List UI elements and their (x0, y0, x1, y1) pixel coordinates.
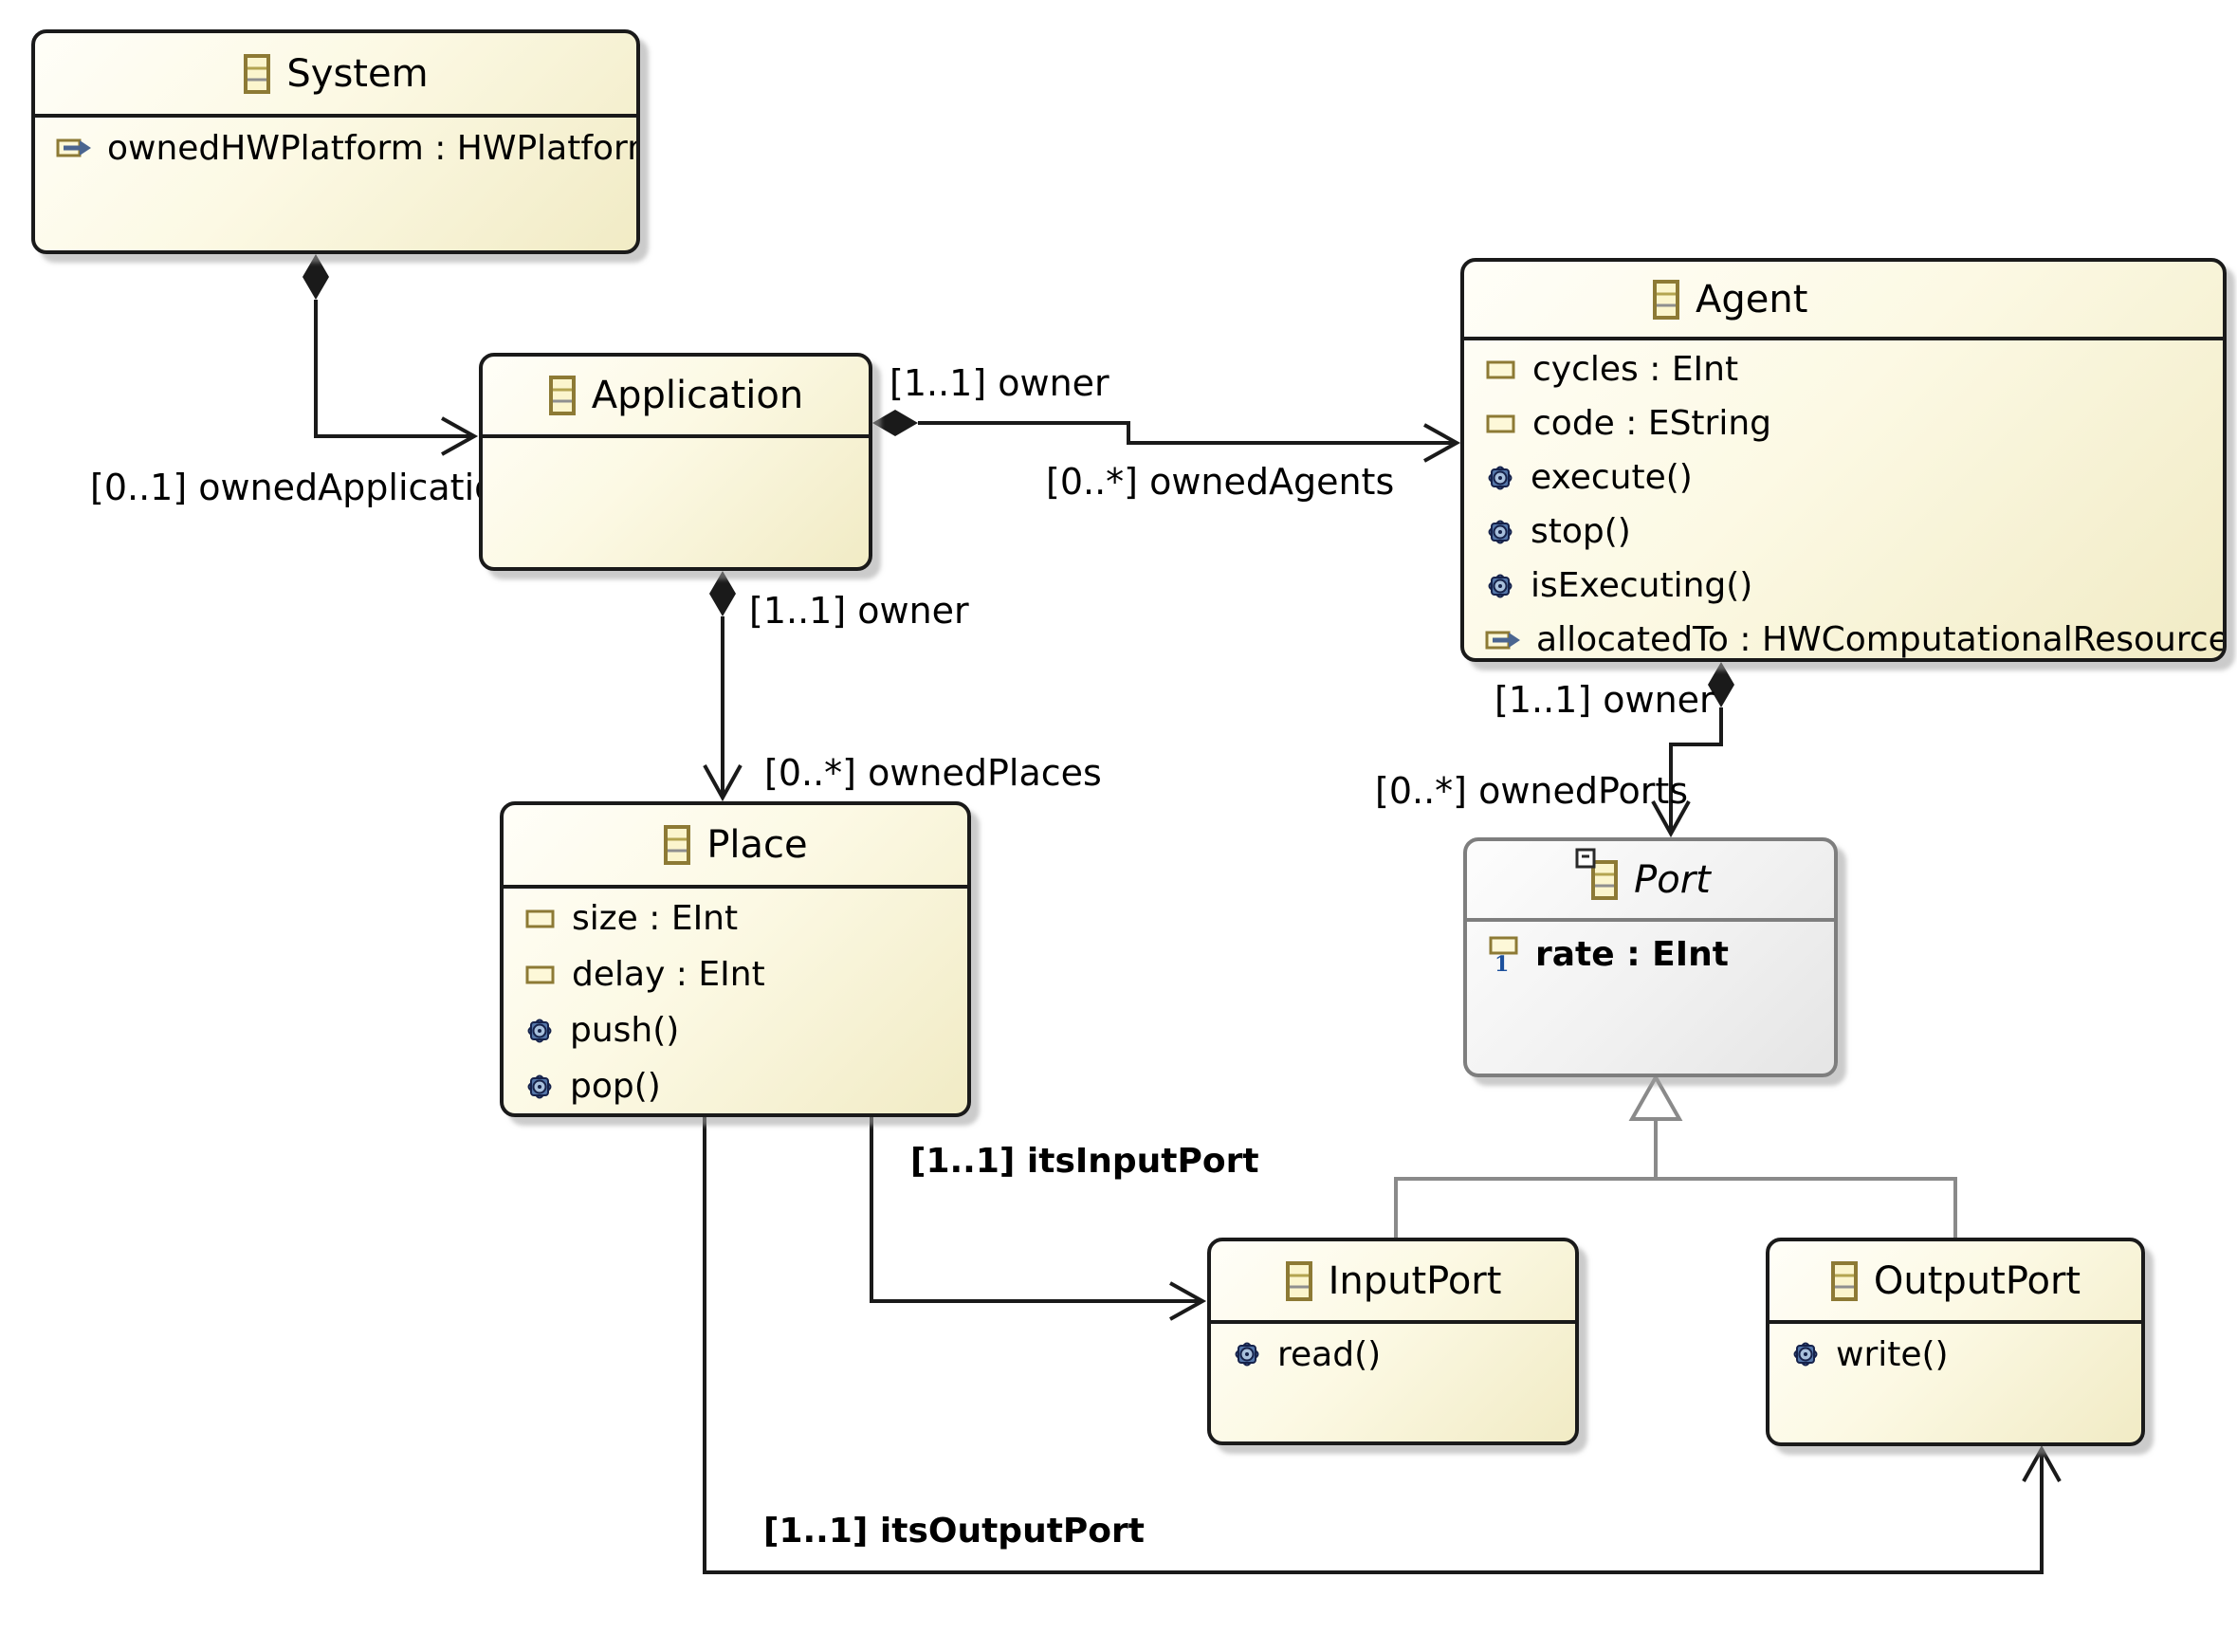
member-row[interactable]: allocatedTo : HWComputationalResource (1485, 613, 2223, 658)
class-place[interactable]: Place size : EInt delay : EInt push() po… (500, 801, 971, 1117)
class-icon (548, 375, 577, 416)
member-row[interactable]: size : EInt (524, 890, 967, 946)
open-arrowhead-itsoutputport (2022, 1444, 2062, 1482)
eattribute-icon (525, 965, 555, 983)
member-row[interactable]: 1 rate : EInt (1488, 924, 1834, 984)
open-arrowhead-ownedports (1651, 800, 1691, 838)
edge-label-ownedapplication[interactable]: [0..1] ownedApplication (90, 467, 520, 508)
edge-label-owner-agent[interactable]: [1..1] owner (889, 362, 1109, 404)
open-arrowhead-ownedagents (1423, 423, 1461, 463)
eoperation-gear-icon (527, 1074, 552, 1098)
composition-diamond-system-application[interactable] (303, 254, 329, 300)
member-text: delay : EInt (572, 955, 765, 994)
inheritance-triangle-port (1628, 1073, 1683, 1121)
open-arrowhead-ownedapplication (441, 416, 479, 456)
eoperation-gear-icon (1488, 520, 1513, 543)
edge-itsinputport-line[interactable] (870, 1117, 1201, 1303)
member-text: isExecuting() (1531, 566, 1753, 605)
class-title: System (286, 51, 429, 96)
member-text: pop() (570, 1067, 661, 1106)
edge-label-ownedagents[interactable]: [0..*] ownedAgents (1046, 461, 1395, 503)
svg-text:1: 1 (1494, 952, 1509, 973)
edge-inheritance-branches[interactable] (1394, 1177, 1957, 1238)
member-text: execute() (1531, 458, 1693, 497)
member-row[interactable]: cycles : EInt (1485, 342, 2223, 396)
class-icon (243, 53, 271, 95)
composition-diamond-application-place[interactable] (709, 571, 736, 616)
member-row[interactable]: ownedHWPlatform : HWPlatform (56, 119, 636, 176)
eattribute-icon (1486, 414, 1515, 432)
member-row[interactable]: write() (1790, 1326, 2141, 1383)
eoperation-gear-icon (1488, 466, 1513, 489)
abstract-class-icon (1575, 848, 1619, 901)
class-outputport[interactable]: OutputPort write() (1766, 1238, 2145, 1446)
class-inputport[interactable]: InputPort read() (1207, 1238, 1579, 1445)
edge-label-itsoutputport[interactable]: [1..1] itsOutputPort (763, 1512, 1145, 1551)
eoperation-gear-icon (1488, 574, 1513, 597)
class-icon (1830, 1260, 1859, 1302)
member-row[interactable]: execute() (1485, 450, 2223, 505)
class-icon (1652, 279, 1680, 321)
member-row[interactable]: delay : EInt (524, 946, 967, 1002)
member-row[interactable]: code : EString (1485, 396, 2223, 450)
eoperation-gear-icon (1235, 1342, 1259, 1367)
edge-label-itsinputport[interactable]: [1..1] itsInputPort (910, 1142, 1259, 1181)
member-row[interactable]: isExecuting() (1485, 559, 2223, 613)
edge-itsoutputport-line[interactable] (703, 1117, 2044, 1574)
member-row[interactable]: stop() (1485, 505, 2223, 559)
member-text: read() (1277, 1334, 1382, 1374)
class-title: Agent (1696, 277, 1808, 321)
edge-label-owner-place[interactable]: [1..1] owner (749, 590, 969, 632)
member-text: code : EString (1532, 404, 1772, 443)
class-system[interactable]: System ownedHWPlatform : HWPlatform (31, 29, 640, 254)
member-text: stop() (1531, 512, 1631, 551)
member-text: cycles : EInt (1532, 350, 1739, 389)
open-arrowhead-itsinputport (1169, 1281, 1207, 1321)
member-text: allocatedTo : HWComputationalResource (1536, 620, 2227, 659)
class-port[interactable]: Port 1 rate : EInt (1463, 837, 1838, 1077)
member-text: size : EInt (572, 899, 739, 938)
composition-diamond-application-agent[interactable] (872, 410, 918, 436)
composition-diamond-agent-port[interactable] (1708, 662, 1734, 707)
member-text: write() (1836, 1334, 1949, 1374)
class-title: InputPort (1328, 1258, 1502, 1303)
eattribute-icon (1486, 360, 1515, 378)
abstract-badge-icon (1575, 848, 1596, 872)
class-title: Application (591, 374, 804, 417)
open-arrowhead-ownedplaces (703, 764, 743, 802)
edge-label-owner-port[interactable]: [1..1] owner (1494, 679, 1714, 721)
class-title: Port (1634, 857, 1711, 902)
edge-label-ownedports[interactable]: [0..*] ownedPorts (1375, 770, 1689, 812)
ereference-icon (1485, 631, 1520, 649)
class-agent[interactable]: Agent cycles : EInt code : EString execu… (1460, 258, 2227, 662)
class-title: OutputPort (1873, 1258, 2081, 1303)
edge-label-ownedplaces[interactable]: [0..*] ownedPlaces (764, 752, 1102, 794)
member-text: rate : EInt (1535, 934, 1729, 974)
member-text: ownedHWPlatform : HWPlatform (107, 128, 640, 168)
ereference-icon (56, 138, 91, 157)
class-title: Place (706, 823, 808, 867)
member-row[interactable]: read() (1232, 1326, 1575, 1383)
edge-ownedports-line[interactable] (1669, 707, 1723, 832)
class-icon (1285, 1260, 1313, 1302)
member-row[interactable]: pop() (524, 1058, 967, 1113)
eoperation-gear-icon (527, 1019, 552, 1042)
eoperation-gear-icon (1793, 1342, 1818, 1367)
eattribute-icon (525, 909, 555, 927)
member-row[interactable]: push() (524, 1002, 967, 1058)
id-attribute-icon: 1 (1489, 936, 1518, 973)
class-icon (663, 824, 691, 866)
member-text: push() (570, 1011, 680, 1050)
edge-ownedagents-line[interactable] (918, 421, 1455, 445)
edge-ownedapplication-line[interactable] (314, 300, 472, 438)
class-application[interactable]: Application (479, 353, 872, 571)
